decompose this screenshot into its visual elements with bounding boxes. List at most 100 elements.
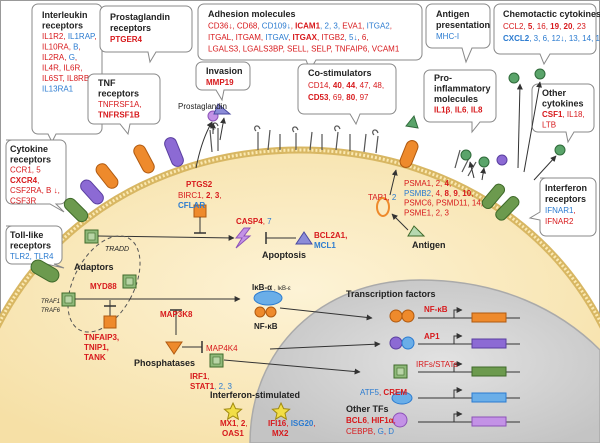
label-interferon-stimulated: Interferon-stimulated [210, 390, 300, 400]
rich-segment: MX1 [220, 419, 237, 428]
callout-title: Cytokine [10, 144, 48, 154]
rich-segment: , [78, 43, 80, 52]
rich-segment: PSMD11 [436, 199, 468, 208]
label-other-tfs: Other TFs [346, 404, 389, 414]
rich-segment: , [210, 191, 214, 200]
nucleus [249, 279, 600, 443]
rich-segment: ITGAX [293, 33, 318, 42]
callout-line: CSF3R [10, 197, 36, 206]
rich-segment: , [263, 217, 267, 226]
label-birc: BIRC1, 2, 3, [178, 191, 222, 200]
rich-segment: , [236, 419, 240, 428]
rich-segment: , 16, [532, 22, 550, 31]
rich-segment: CSF2RA [10, 186, 42, 195]
rich-segment: MMP19 [206, 78, 234, 87]
tnf-receptor [133, 144, 155, 174]
rich-segment: IL1β [434, 106, 451, 115]
label-mcl1: MCL1 [314, 241, 336, 250]
rich-segment: , [288, 33, 292, 42]
cytokine-receptor [63, 197, 89, 223]
callout-line: CD14, 40, 44, 47, 48, [308, 81, 384, 90]
rich-segment: CEBPB [346, 427, 373, 436]
rich-segment: ICAM1 [295, 22, 320, 31]
callout-line: CXCL2, 3, 6, 12↓, 13, 14, 16 [503, 34, 600, 43]
label-tf-ap1: AP1 [424, 332, 440, 341]
rich-segment: , 2, 3 [214, 382, 232, 391]
label-ptgs2: PTGS2 [186, 180, 213, 189]
rich-segment: 3 [215, 191, 220, 200]
label-ikb-epsilon: , IκB-ε [274, 286, 291, 292]
rich-segment: TLR4 [34, 252, 54, 261]
rich-segment: PSMB2 [404, 189, 432, 198]
label-nfkb: NF-κB [254, 322, 278, 331]
phosphatase-triangle [165, 341, 183, 355]
rich-segment: , [373, 427, 377, 436]
callout-line: MMP19 [206, 78, 234, 87]
rich-segment: , [283, 45, 287, 54]
secretion-arrows [210, 81, 557, 181]
rich-segment: LGALS3 [208, 45, 239, 54]
rich-segment: TNFRSF1B [98, 111, 140, 120]
isg-star-2 [271, 401, 291, 421]
rich-segment: CSF3R [10, 197, 36, 206]
rich-segment: , [58, 186, 60, 195]
rich-segment: , [390, 22, 392, 31]
rich-segment: BIRC1 [178, 191, 202, 200]
rich-segment: , [261, 33, 265, 42]
rich-segment: , [62, 74, 66, 83]
rich-segment: CSF1 [542, 110, 563, 119]
rich-segment: PSMA1 [404, 179, 432, 188]
callout-title: TNF [98, 78, 116, 88]
rich-segment: , [431, 179, 435, 188]
rich-segment: , [69, 43, 73, 52]
callout-line: CXCR4, [10, 176, 39, 185]
callout-line: LTB [542, 121, 556, 130]
rich-segment: , [384, 427, 388, 436]
callout-line: CCR1, 5 [10, 166, 41, 175]
ikb-ellipse [253, 290, 283, 306]
chemokine-dot-1 [508, 72, 520, 84]
rich-segment: G [69, 53, 75, 62]
rich-segment: , 5 [345, 33, 354, 42]
rich-segment: , [342, 81, 346, 90]
rich-segment: ↓ [228, 22, 232, 31]
rich-segment: 2 [392, 193, 397, 202]
rich-segment: , [466, 106, 470, 115]
rich-segment: ↓ [287, 22, 291, 31]
callout-title: Toll-like [10, 230, 43, 240]
rich-segment: TLR2 [10, 252, 30, 261]
rich-segment: 4 [436, 189, 441, 198]
rich-segment: 14 [472, 199, 481, 208]
rich-segment: , [75, 53, 77, 62]
tap-ring [376, 197, 390, 217]
callout-title: Co-stimulators [308, 68, 372, 78]
rich-segment: CD36 [208, 22, 229, 31]
prostaglandin-receptor [164, 137, 184, 167]
proinflammatory-dot-2 [478, 156, 490, 168]
label-atf: ATF5, CREM [360, 388, 407, 397]
callout-line: TLR2, TLR4 [10, 252, 54, 261]
rich-segment: CD109 [262, 22, 287, 31]
rich-segment: IL1RAP [68, 32, 95, 41]
rich-segment: , [431, 189, 435, 198]
callout-line: TNFRSF1A, [98, 100, 142, 109]
callout-line: MHC-I [436, 32, 459, 41]
callout-line: IFNAR1, [545, 206, 576, 215]
rich-segment: , [432, 199, 436, 208]
callout-line: IL1β, IL6, IL8 [434, 106, 483, 115]
callout-title: Chemotactic cytokines [503, 9, 600, 19]
interferon-receptor-1 [481, 183, 506, 210]
rich-segment: 9 [453, 189, 458, 198]
rich-segment: , [471, 189, 473, 198]
rich-segment: 10 [462, 189, 471, 198]
